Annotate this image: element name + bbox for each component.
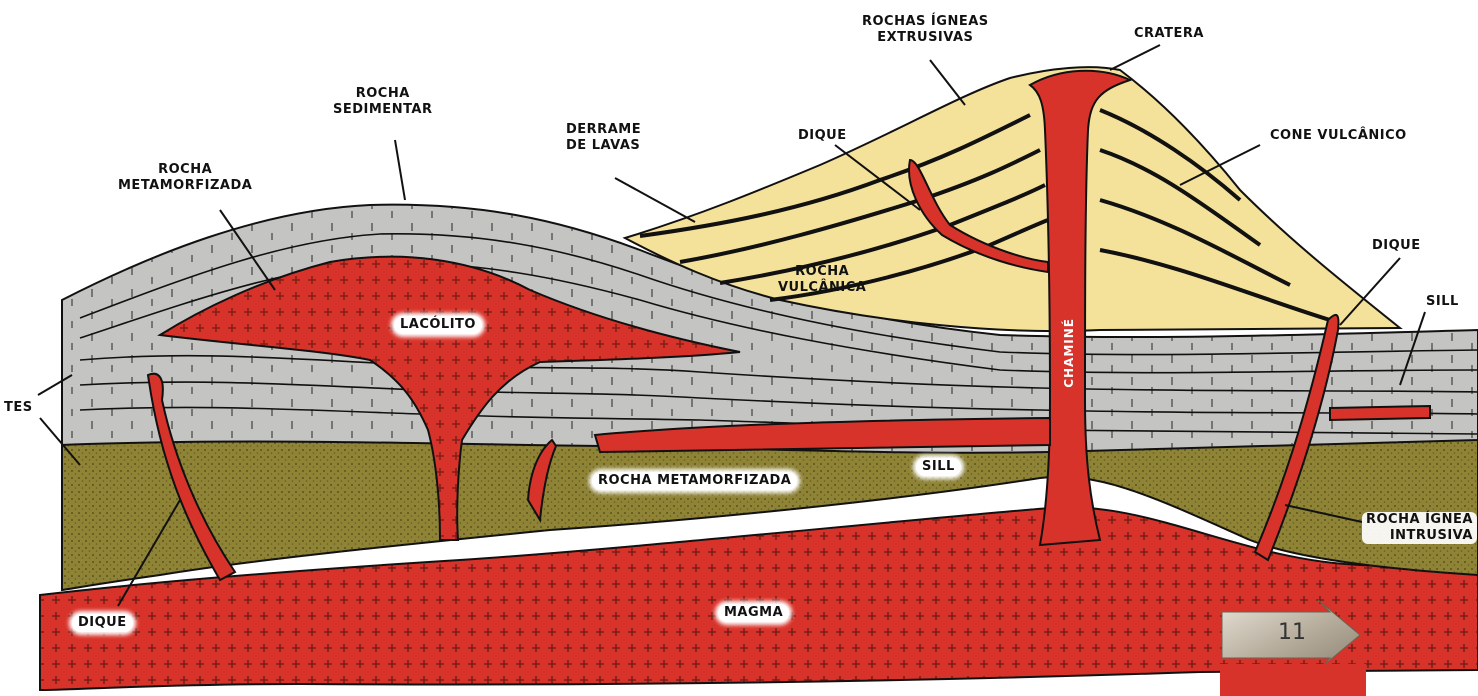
label-magma: MAGMA: [718, 604, 789, 622]
label-dique-top: DIQUE: [798, 128, 847, 144]
label-rochas-igneas-extrusivas: ROCHAS ÍGNEAS EXTRUSIVAS: [862, 14, 989, 46]
label-cone-vulcanico: CONE VULCÂNICO: [1270, 128, 1407, 144]
label-line: DE LAVAS: [566, 138, 641, 154]
page-number: 11: [1278, 620, 1306, 645]
label-derrame-de-lavas: DERRAME DE LAVAS: [566, 122, 641, 154]
label-rocha-vulcanica: ROCHA VULCÂNICA: [778, 264, 866, 296]
label-line: ROCHAS ÍGNEAS: [862, 14, 989, 30]
label-line: EXTRUSIVAS: [862, 30, 989, 46]
sill-right: [1330, 406, 1430, 420]
label-tes: TES: [0, 400, 37, 416]
label-sill-right: SILL: [1426, 294, 1459, 310]
label-cratera: CRATERA: [1134, 26, 1204, 42]
label-line: METAMORFIZADA: [118, 178, 252, 194]
label-lacolito: LACÓLITO: [394, 316, 482, 334]
label-sill-middle: SILL: [916, 458, 961, 476]
label-line: INTRUSIVA: [1366, 528, 1473, 544]
label-line: ROCHA: [333, 86, 433, 102]
label-rocha-metamorfizada-top: ROCHA METAMORFIZADA: [118, 162, 252, 194]
page-number-backing: [1220, 664, 1366, 696]
label-chamine: CHAMINÉ: [1062, 318, 1076, 388]
label-rocha-ignea-intrusiva: ROCHA ÍGNEA INTRUSIVA: [1362, 512, 1477, 544]
label-line: ROCHA ÍGNEA: [1366, 512, 1473, 528]
label-line: ROCHA: [778, 264, 866, 280]
label-line: DERRAME: [566, 122, 641, 138]
label-line: SEDIMENTAR: [333, 102, 433, 118]
label-dique-right: DIQUE: [1372, 238, 1421, 254]
label-line: ROCHA: [118, 162, 252, 178]
label-dique-bottom: DIQUE: [72, 614, 133, 632]
label-rocha-metamorfizada-bottom: ROCHA METAMORFIZADA: [592, 472, 797, 490]
label-rocha-sedimentar: ROCHA SEDIMENTAR: [333, 86, 433, 118]
label-line: VULCÂNICA: [778, 280, 866, 296]
